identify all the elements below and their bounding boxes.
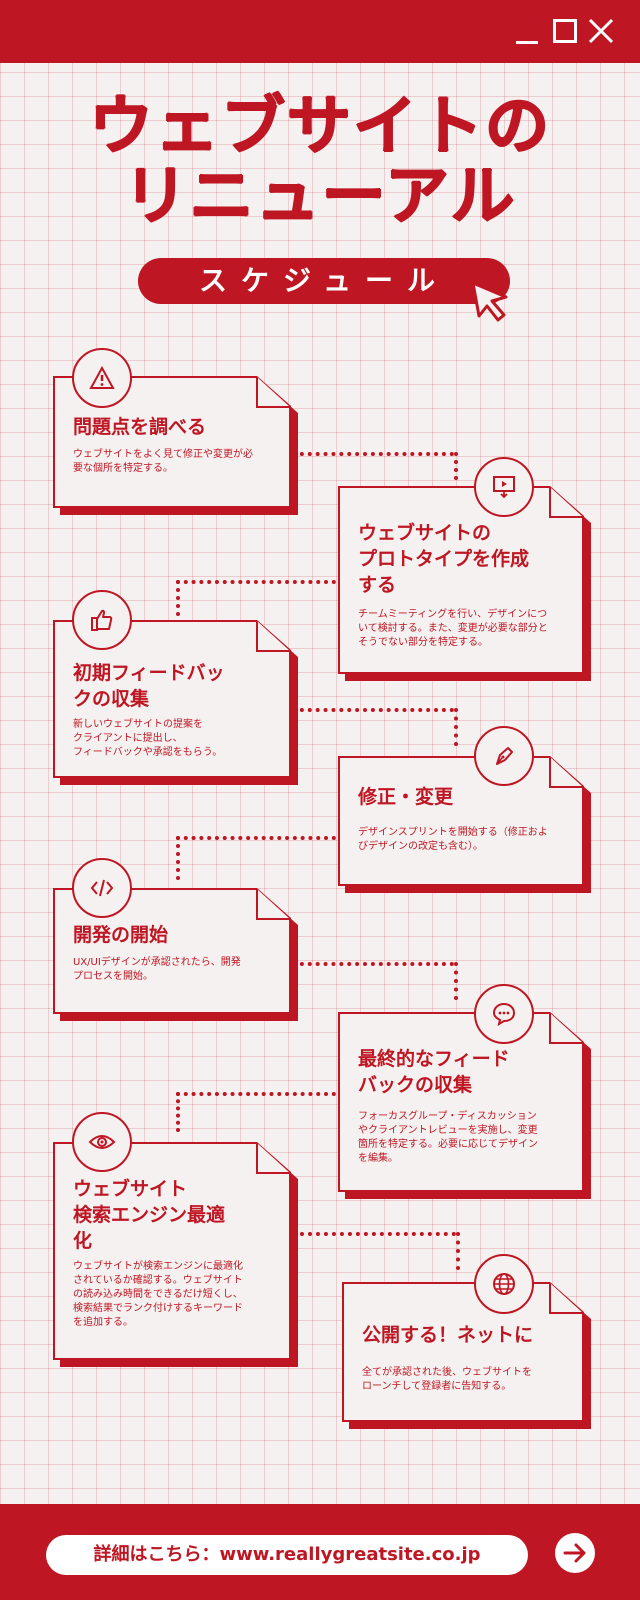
connector	[176, 1092, 336, 1096]
step-card-5: 開発の開始 UX/UIデザインが承認されたら、開発 プロセスを開始。	[53, 888, 291, 1014]
step-description: ウェブサイトをよく見て修正や変更が必 要な個所を特定する。	[73, 449, 253, 474]
presentation-icon	[474, 457, 534, 517]
step-card-4: 修正・変更 デザインスプリントを開始する（修正およ びデザインの改定も含む）。	[338, 756, 584, 886]
step-card-6: 最終的なフィード バックの収集 フォーカスグループ・ディスカッション やクライア…	[338, 1012, 584, 1192]
close-icon[interactable]	[586, 16, 616, 46]
footer-link[interactable]: 詳細はこちら：www.reallygreatsite.co.jp	[46, 1535, 528, 1575]
connector	[454, 962, 458, 1000]
step-description: ウェブサイトが検索エンジンに最適化 されているか確認する。ウェブサイト の読み込…	[73, 1261, 243, 1328]
pen-icon	[474, 726, 534, 786]
step-card-2: ウェブサイトの プロトタイプを作成 する チームミーティングを行い、デザインにつ…	[338, 486, 584, 674]
step-description: 新しいウェブサイトの提案を クライアントに提出し、 フィードバックや承認をもらう…	[73, 719, 223, 758]
title-line-1: ウェブサイトの	[89, 90, 551, 164]
connector	[292, 962, 454, 966]
connector	[176, 580, 180, 616]
connector	[176, 836, 336, 840]
connector	[454, 708, 458, 746]
cursor-icon	[471, 281, 508, 322]
title-line-2: リニューアル	[123, 160, 517, 234]
step-title: 修正・変更	[358, 786, 454, 808]
connector	[176, 836, 180, 880]
step-title: 最終的なフィード バックの収集	[358, 1048, 510, 1096]
connector	[292, 452, 454, 456]
connector	[454, 452, 458, 480]
connector	[300, 1232, 456, 1236]
eye-icon	[72, 1112, 132, 1172]
step-description: デザインスプリントを開始する（修正およ びデザインの改定も含む）。	[358, 827, 548, 852]
step-card-8: 公開する！ネットに 全てが承認された後、ウェブサイトを ローンチして登録者に告知…	[342, 1282, 584, 1422]
step-description: UX/UIデザインが承認されたら、開発 プロセスを開始。	[73, 957, 241, 982]
minimize-icon[interactable]	[512, 16, 542, 46]
code-icon	[72, 858, 132, 918]
step-title: 問題点を調べる	[73, 416, 207, 438]
thumbs-up-icon	[72, 590, 132, 650]
step-title: 公開する！ネットに	[362, 1324, 534, 1346]
step-card-7: ウェブサイト 検索エンジン最適 化 ウェブサイトが検索エンジンに最適化 されてい…	[53, 1142, 291, 1360]
arrow-right-icon[interactable]	[555, 1533, 595, 1573]
step-title: ウェブサイトの プロトタイプを作成 する	[358, 522, 530, 596]
chat-icon	[474, 984, 534, 1044]
page-title: ウェブサイトの リニューアル	[0, 92, 640, 232]
connector	[456, 1232, 460, 1270]
step-title: ウェブサイト 検索エンジン最適 化	[73, 1178, 226, 1252]
warning-icon	[72, 348, 132, 408]
globe-icon	[474, 1254, 534, 1314]
maximize-icon[interactable]	[550, 16, 580, 46]
window-title-bar	[0, 0, 640, 63]
connector	[176, 1092, 180, 1132]
step-title: 開発の開始	[73, 924, 169, 946]
step-description: フォーカスグループ・ディスカッション やクライアントレビューを実施し、変更 箇所…	[358, 1111, 538, 1164]
connector	[292, 708, 454, 712]
subtitle-pill: スケジュール	[138, 258, 510, 304]
step-description: チームミーティングを行い、デザインにつ いて検討する。また、変更が必要な部分と …	[358, 609, 548, 648]
connector	[176, 580, 336, 584]
step-title: 初期フィードバッ クの収集	[73, 662, 225, 710]
step-description: 全てが承認された後、ウェブサイトを ローンチして登録者に告知する。	[362, 1367, 532, 1392]
